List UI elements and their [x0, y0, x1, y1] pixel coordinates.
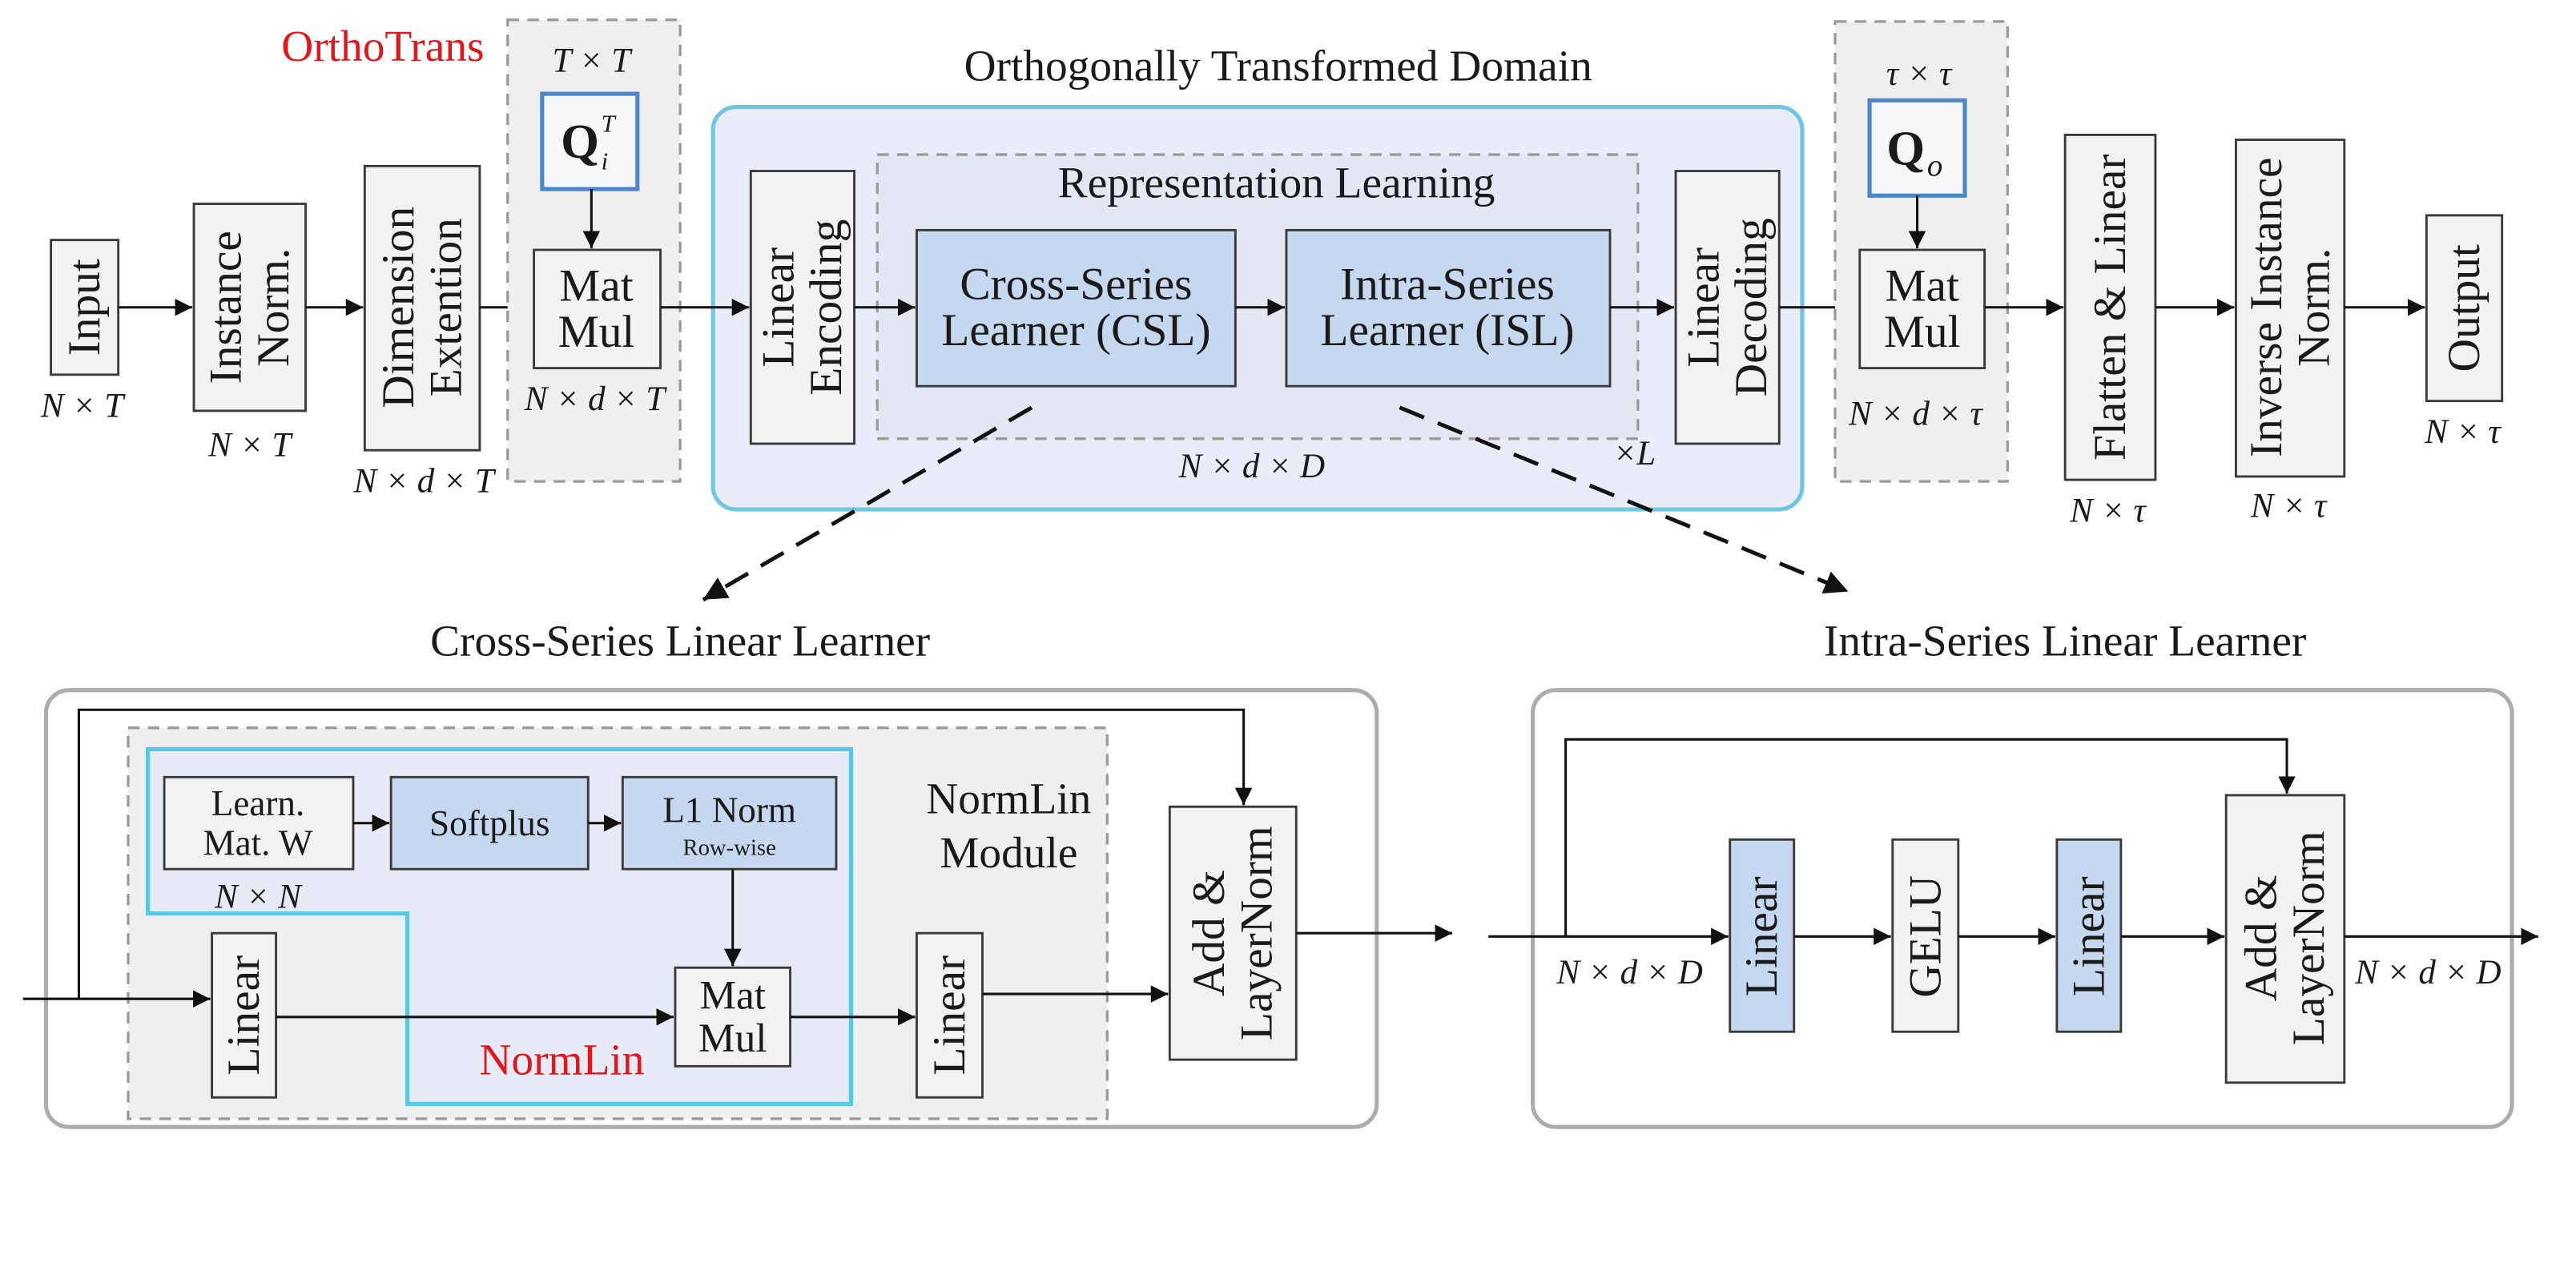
forward-matrix-size: T × T [553, 42, 634, 80]
cross-add-layernorm-line1: Add & [1184, 870, 1234, 996]
inverse-matmul-line1: Mat [1885, 261, 1959, 312]
normlin-label: NormLin [479, 1036, 644, 1084]
orthotrans-label: OrthoTrans [281, 22, 484, 70]
intra-series-title: Intra-Series Linear Learner [1824, 617, 2306, 666]
instance-norm-label-line2: Norm. [248, 248, 299, 367]
representation-shape: N × d × D [1178, 448, 1326, 485]
inverse-matmul-line2: Mul [1884, 307, 1961, 357]
dimension-extension-block [363, 164, 481, 452]
flatten-linear-block [2063, 133, 2157, 481]
input-label: Input [59, 259, 110, 356]
forward-matmul-line1: Mat [559, 261, 634, 312]
linear-in-label: Linear [219, 955, 269, 1076]
isl-block [1285, 228, 1612, 388]
output-label: Output [2439, 244, 2489, 372]
representation-learning-title: Representation Learning [1058, 158, 1495, 207]
linear-out-label: Linear [924, 955, 975, 1076]
isl-label-line1: Intra-Series [1340, 259, 1555, 310]
input-block [50, 239, 120, 376]
normlin-matmul-line2: Mul [698, 1016, 767, 1061]
q-o-block [1867, 98, 1967, 198]
inverse-matmul-shape: N × d × τ [1848, 396, 1983, 433]
intra-linear-2-block [2055, 838, 2123, 1033]
normlin-module-line2: Module [940, 828, 1077, 877]
cross-series-title: Cross-Series Linear Learner [430, 617, 930, 666]
gelu-block [1891, 838, 1960, 1033]
dimension-extension-shape: N × d × T [352, 463, 496, 501]
linear-decoding-block [1674, 170, 1781, 445]
output-block [2425, 214, 2504, 403]
learnable-matrix-line2: Mat. W [203, 823, 313, 863]
instance-norm-block [192, 203, 307, 412]
inverse-instance-norm-line1: Inverse Instance [2241, 157, 2292, 457]
normlin-matmul-block [674, 966, 791, 1068]
instance-norm-label-line1: Instance [201, 231, 252, 384]
learnable-matrix-shape: N × N [214, 879, 303, 916]
skip-connection-intra [1564, 738, 2296, 937]
intra-series-learner-panel: Intra-Series Linear Learner N × d × D Li… [1488, 617, 2538, 1129]
inverse-instance-norm-line2: Norm. [2288, 248, 2339, 367]
intra-add-layernorm-line2: LayerNorm [2284, 831, 2334, 1045]
output-shape: N × τ [2424, 413, 2502, 451]
linear-decoding-line1: Linear [1678, 247, 1729, 368]
intra-output-shape: N × d × D [2354, 954, 2502, 991]
intra-linear-2-label: Linear [2063, 876, 2114, 996]
intra-series-container [1531, 688, 2514, 1129]
top-pipeline: OrthoTrans Input N × T Instance Norm. N … [40, 18, 2504, 530]
repeat-count: ×L [1613, 435, 1656, 473]
l1-norm-note: Row-wise [682, 835, 775, 861]
dimension-extension-label-line2: Extention [421, 218, 471, 396]
inverse-matrix-size: τ × τ [1886, 55, 1953, 93]
normlin-matmul-line1: Mat [699, 973, 766, 1019]
zoom-arrow-csl [702, 405, 1033, 601]
csl-label-line2: Learner (CSL) [941, 305, 1210, 356]
linear-encoding-line1: Linear [754, 247, 804, 368]
flatten-linear-label: Flatten & Linear [2085, 154, 2135, 461]
linear-encoding-line2: Encoding [801, 219, 851, 396]
cross-add-layernorm-block [1168, 805, 1298, 1061]
intra-linear-1-label: Linear [1737, 876, 1787, 996]
domain-title: Orthogonally Transformed Domain [964, 42, 1592, 90]
flatten-linear-shape: N × τ [2069, 493, 2147, 530]
skip-connection-cross [77, 708, 1253, 999]
linear-encoding-block [749, 170, 855, 445]
dimension-extension-label-line1: Dimension [373, 207, 424, 408]
intra-add-layernorm-block [2224, 794, 2346, 1084]
linear-decoding-line2: Decoding [1726, 218, 1777, 396]
linear-out-block [916, 931, 984, 1099]
q-o-base: Q [1886, 121, 1925, 175]
l1-norm-block [621, 775, 838, 871]
gelu-label: GELU [1900, 875, 1950, 998]
csl-label-line1: Cross-Series [960, 259, 1192, 310]
forward-matmul-line2: Mul [558, 307, 635, 357]
cross-add-layernorm-line2: LayerNorm [1232, 826, 1282, 1040]
forward-matmul-block [533, 248, 662, 370]
input-shape: N × T [40, 387, 126, 424]
linear-in-block [211, 931, 278, 1099]
cross-series-learner-panel: Cross-Series Linear Learner NormLin Modu… [22, 617, 1453, 1129]
q-transpose-sub: i [602, 147, 609, 175]
l1-norm-label: L1 Norm [662, 790, 796, 830]
q-o-sub: o [1927, 149, 1942, 183]
forward-matmul-shape: N × d × T [524, 380, 667, 418]
q-transpose-block [540, 91, 640, 191]
intra-input-shape: N × d × D [1556, 954, 1703, 991]
softplus-label: Softplus [429, 803, 549, 843]
inverse-instance-norm-block [2235, 139, 2346, 478]
inverse-instance-norm-shape: N × τ [2250, 487, 2328, 525]
softplus-block [389, 775, 590, 871]
csl-block [916, 228, 1237, 388]
normlin-module-line1: NormLin [926, 774, 1091, 823]
intra-add-layernorm-line1: Add & [2236, 875, 2287, 1001]
inverse-matmul-block [1858, 248, 1986, 370]
q-transpose-base: Q [561, 115, 599, 169]
isl-label-line2: Learner (ISL) [1320, 305, 1574, 356]
learnable-matrix-line1: Learn. [211, 783, 304, 823]
q-transpose-sup: T [602, 110, 617, 137]
learnable-matrix-block [163, 775, 355, 871]
instance-norm-shape: N × T [207, 427, 293, 465]
